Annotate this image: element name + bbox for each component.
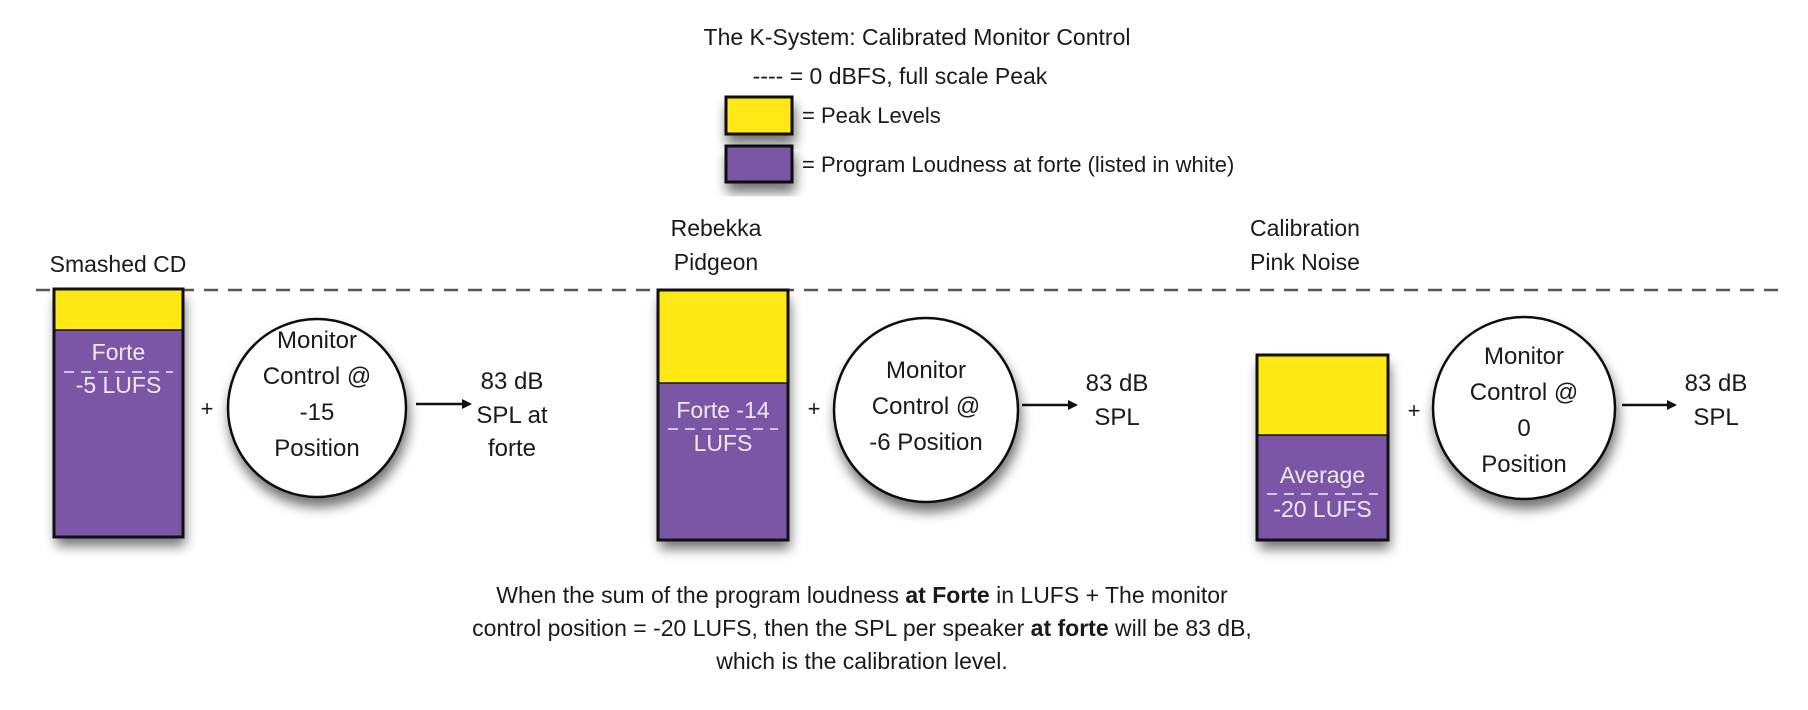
peak-level-segment: [54, 289, 183, 330]
loudness-value-text: Average: [1280, 462, 1365, 488]
program-loudness-segment: [1257, 435, 1388, 540]
monitor-control-text: Monitor: [1484, 343, 1564, 370]
peak-level-segment: [658, 290, 788, 383]
loudness-value-text: LUFS: [694, 430, 753, 456]
monitor-control-text: Position: [1481, 451, 1566, 478]
example-name: Rebekka: [671, 215, 762, 241]
spl-result-text: SPL: [1693, 404, 1738, 431]
legend-label-peak: = Peak Levels: [802, 103, 941, 128]
footer-emphasis: at Forte: [905, 582, 989, 608]
monitor-control-text: 0: [1517, 415, 1530, 442]
footer-line: When the sum of the program loudness at …: [496, 582, 1228, 608]
legend-swatch-loudness: [724, 144, 794, 184]
loudness-value-text: -5 LUFS: [76, 372, 162, 398]
monitor-control-text: -6 Position: [869, 429, 982, 456]
monitor-control-circle: [1431, 315, 1617, 501]
diagram-title: The K-System: Calibrated Monitor Control: [704, 24, 1131, 50]
monitor-control-text: Control @: [872, 393, 980, 420]
monitor-control-circle: [226, 317, 408, 499]
loudness-value-text: Forte: [92, 339, 146, 365]
program-loudness-segment: [54, 330, 183, 537]
footer-text-span: control position = -20 LUFS, then the SP…: [472, 615, 1031, 641]
example-name: Calibration: [1250, 215, 1360, 241]
footer-text-span: When the sum of the program loudness: [496, 582, 905, 608]
monitor-control-text: Control @: [263, 363, 371, 390]
level-bar-outline: [656, 288, 790, 542]
spl-result-text: 83 dB: [481, 368, 544, 395]
monitor-control-text: Monitor: [886, 357, 966, 384]
level-bar-outline: [52, 287, 185, 539]
spl-result-text: 83 dB: [1685, 370, 1748, 397]
monitor-control-circle: [832, 316, 1020, 504]
loudness-value-text: -20 LUFS: [1273, 496, 1371, 522]
legend-label-loudness: = Program Loudness at forte (listed in w…: [802, 152, 1234, 177]
footer-text-span: which is the calibration level.: [715, 648, 1007, 674]
program-loudness-segment: [658, 383, 788, 540]
spl-result-text: forte: [488, 435, 536, 462]
monitor-control-text: Monitor: [277, 327, 357, 354]
level-bar-outline: [1255, 353, 1390, 542]
plus-sign: +: [808, 396, 821, 421]
legend-swatch-peak: [724, 95, 794, 136]
footer-line: which is the calibration level.: [715, 648, 1007, 674]
footer-text-span: in LUFS + The monitor: [990, 582, 1228, 608]
dash-legend-text: ---- = 0 dBFS, full scale Peak: [753, 63, 1048, 89]
spl-result-text: 83 dB: [1086, 370, 1149, 397]
footer-emphasis: at forte: [1031, 615, 1109, 641]
monitor-control-text: Control @: [1470, 379, 1578, 406]
example-name: Pink Noise: [1250, 249, 1360, 275]
spl-result-text: SPL at: [476, 402, 547, 429]
loudness-value-text: Forte -14: [676, 397, 770, 423]
spl-result-text: SPL: [1094, 404, 1139, 431]
plus-sign: +: [1408, 398, 1421, 423]
legend: = Peak Levels = Program Loudness at fort…: [724, 95, 1234, 184]
peak-level-segment: [1257, 355, 1388, 435]
footer-text-span: will be 83 dB,: [1109, 615, 1252, 641]
monitor-control-text: -15: [300, 399, 335, 426]
example-name: Pidgeon: [674, 249, 758, 275]
plus-sign: +: [201, 396, 214, 421]
footer-line: control position = -20 LUFS, then the SP…: [472, 615, 1252, 641]
example-name: Smashed CD: [50, 251, 187, 277]
monitor-control-text: Position: [274, 435, 359, 462]
